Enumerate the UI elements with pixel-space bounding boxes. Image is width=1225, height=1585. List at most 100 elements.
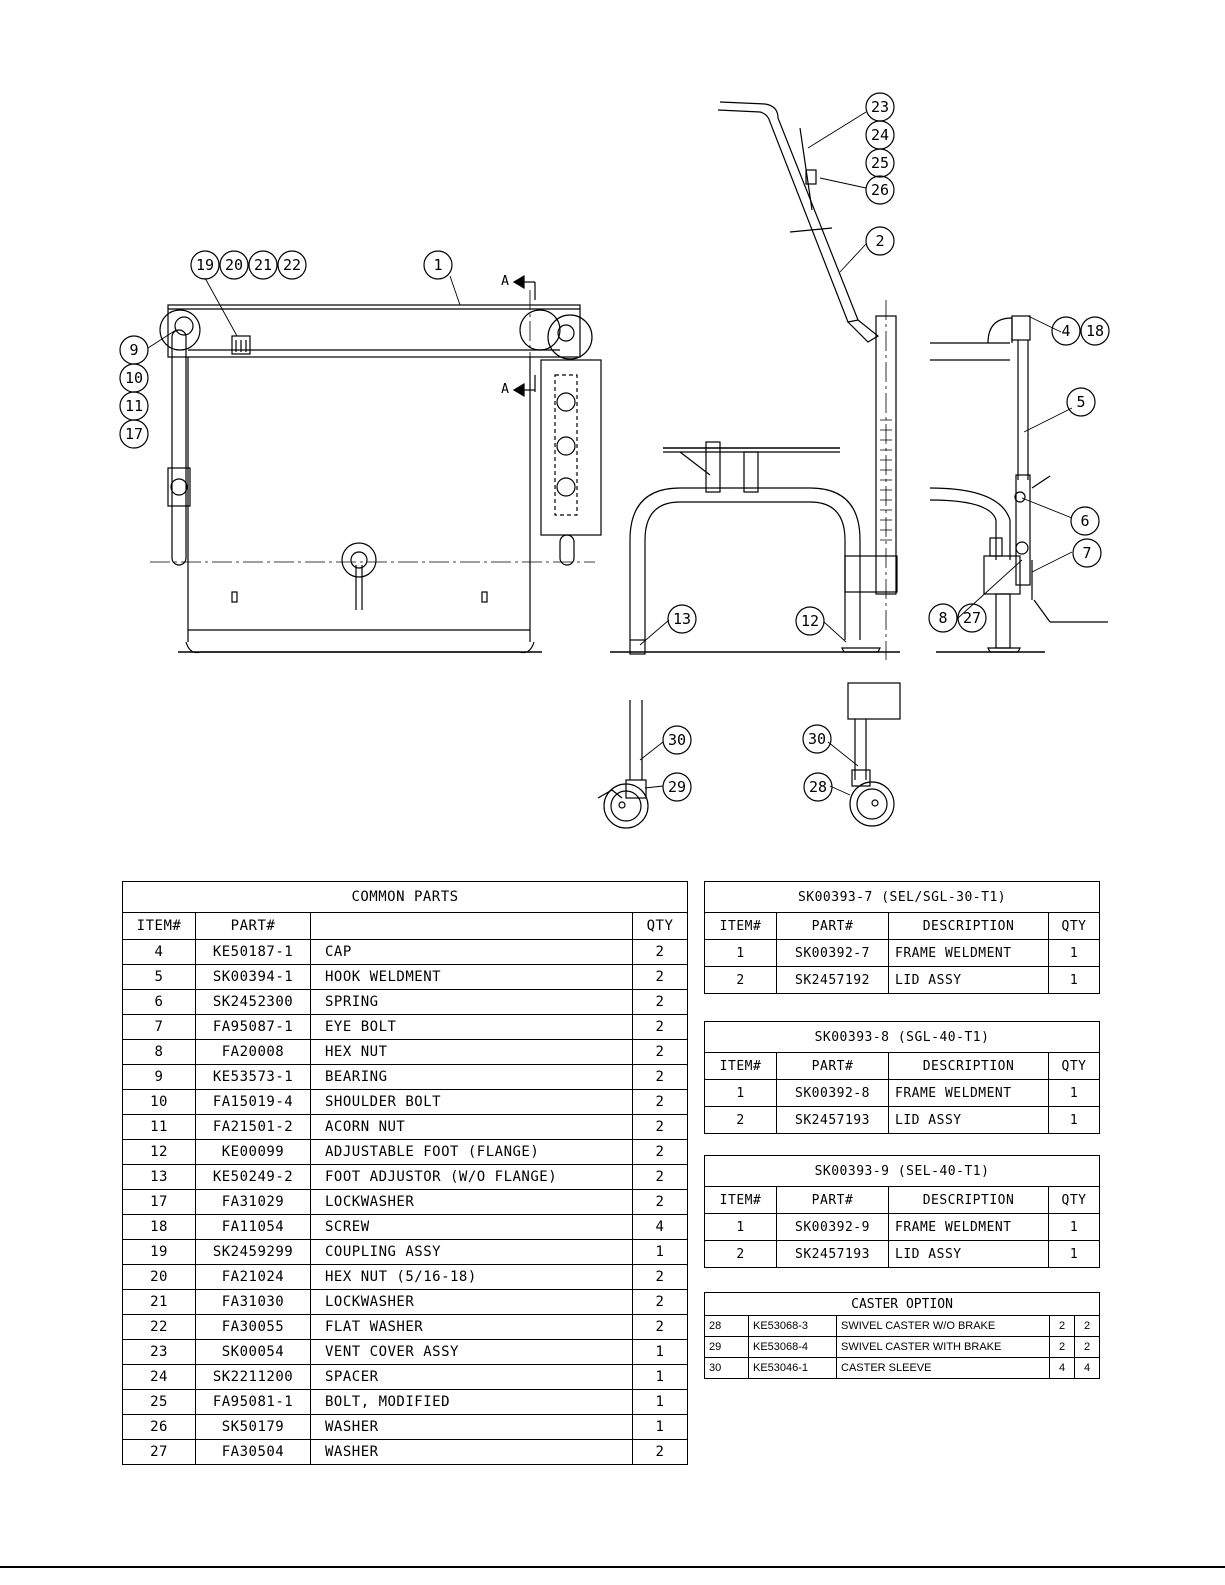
col-part: PART# — [776, 1052, 889, 1080]
part-description: WASHER — [310, 1414, 633, 1440]
part-description: WASHER — [310, 1439, 633, 1465]
balloon-1: 1 — [433, 256, 442, 274]
item-number: 29 — [704, 1336, 749, 1358]
item-number: 19 — [122, 1239, 196, 1265]
part-description: FOOT ADJUSTOR (W/O FLANGE) — [310, 1164, 633, 1190]
col-item: ITEM# — [704, 1186, 777, 1214]
balloon-4: 4 — [1061, 322, 1070, 340]
quantity: 2 — [1049, 1315, 1075, 1337]
part-number: SK2459299 — [195, 1239, 311, 1265]
quantity: 2 — [631, 1014, 689, 1040]
part-description: SWIVEL CASTER W/O BRAKE — [836, 1315, 1050, 1337]
part-number: FA30504 — [195, 1439, 311, 1465]
part-description: HOOK WELDMENT — [310, 964, 633, 990]
part-description: LOCKWASHER — [310, 1189, 633, 1215]
part-number: FA95087-1 — [195, 1014, 311, 1040]
balloon-28: 28 — [809, 778, 827, 796]
item-number: 18 — [122, 1214, 196, 1240]
item-number: 21 — [122, 1289, 196, 1315]
col-qty: QTY — [1047, 912, 1101, 940]
item-number: 1 — [704, 1213, 777, 1241]
item-number: 8 — [122, 1039, 196, 1065]
balloon-30-right: 30 — [808, 730, 826, 748]
item-number: 2 — [704, 1106, 777, 1134]
part-description: ADJUSTABLE FOOT (FLANGE) — [310, 1139, 633, 1165]
leader-lines — [147, 111, 1073, 796]
balloon-30-left: 30 — [668, 731, 686, 749]
caster-with-brake — [597, 700, 649, 829]
quantity: 2 — [631, 1189, 689, 1215]
col-item: ITEM# — [704, 1052, 777, 1080]
item-number: 13 — [122, 1164, 196, 1190]
col-qty: QTY — [1048, 1052, 1100, 1080]
part-description: LOCKWASHER — [310, 1289, 633, 1315]
part-description: SPACER — [310, 1364, 633, 1390]
col-desc — [310, 912, 633, 940]
quantity: 2 — [631, 1289, 689, 1315]
col-item: ITEM# — [122, 912, 196, 940]
item-number: 10 — [122, 1089, 196, 1115]
part-number: SK2457192 — [776, 966, 889, 994]
col-part: PART# — [195, 912, 311, 940]
part-description: FRAME WELDMENT — [888, 1213, 1049, 1241]
col-qty: QTY — [1048, 1186, 1100, 1214]
balloon-2: 2 — [875, 232, 884, 250]
balloon-11: 11 — [125, 397, 143, 415]
quantity: 2 — [631, 1089, 689, 1115]
part-number: SK00392-9 — [776, 1213, 889, 1241]
balloon-25: 25 — [871, 154, 889, 172]
quantity: 2 — [1073, 1315, 1101, 1337]
part-number: SK2452300 — [195, 989, 311, 1015]
part-number: FA11054 — [195, 1214, 311, 1240]
item-number: 25 — [122, 1389, 196, 1415]
part-number: SK00394-1 — [195, 964, 311, 990]
part-number: KE53046-1 — [748, 1357, 837, 1379]
quantity: 2 — [1073, 1336, 1101, 1358]
item-number: 1 — [704, 1079, 777, 1107]
col-desc: DESCRIPTION — [888, 1186, 1049, 1214]
part-description: SHOULDER BOLT — [310, 1089, 633, 1115]
quantity: 2 — [631, 989, 689, 1015]
part-number: SK00392-7 — [776, 939, 889, 967]
item-number: 12 — [122, 1139, 196, 1165]
balloon-6: 6 — [1080, 512, 1089, 530]
part-number: KE00099 — [195, 1139, 311, 1165]
part-number: SK2457193 — [776, 1106, 889, 1134]
part-description: FRAME WELDMENT — [888, 939, 1049, 967]
quantity: 1 — [1047, 939, 1101, 967]
part-number: FA31030 — [195, 1289, 311, 1315]
variant-title: SK00393-7 (SEL/SGL-30-T1) — [703, 881, 1101, 913]
part-number: FA21024 — [195, 1264, 311, 1290]
item-number: 2 — [704, 1240, 777, 1268]
part-number: FA95081-1 — [195, 1389, 311, 1415]
col-part: PART# — [776, 1186, 889, 1214]
quantity: 2 — [631, 1039, 689, 1065]
quantity: 2 — [631, 1314, 689, 1340]
part-description: CASTER SLEEVE — [836, 1357, 1050, 1379]
part-number: FA30055 — [195, 1314, 311, 1340]
assembly-drawing: 23 24 25 26 2 19 20 21 22 1 9 10 11 17 4… — [119, 92, 1110, 829]
balloon-9: 9 — [129, 341, 138, 359]
part-description: LID ASSY — [888, 966, 1049, 994]
part-number: KE50249-2 — [195, 1164, 311, 1190]
part-number: SK00054 — [195, 1339, 311, 1365]
item-number: 7 — [122, 1014, 196, 1040]
quantity: 2 — [1049, 1336, 1075, 1358]
item-number: 27 — [122, 1439, 196, 1465]
